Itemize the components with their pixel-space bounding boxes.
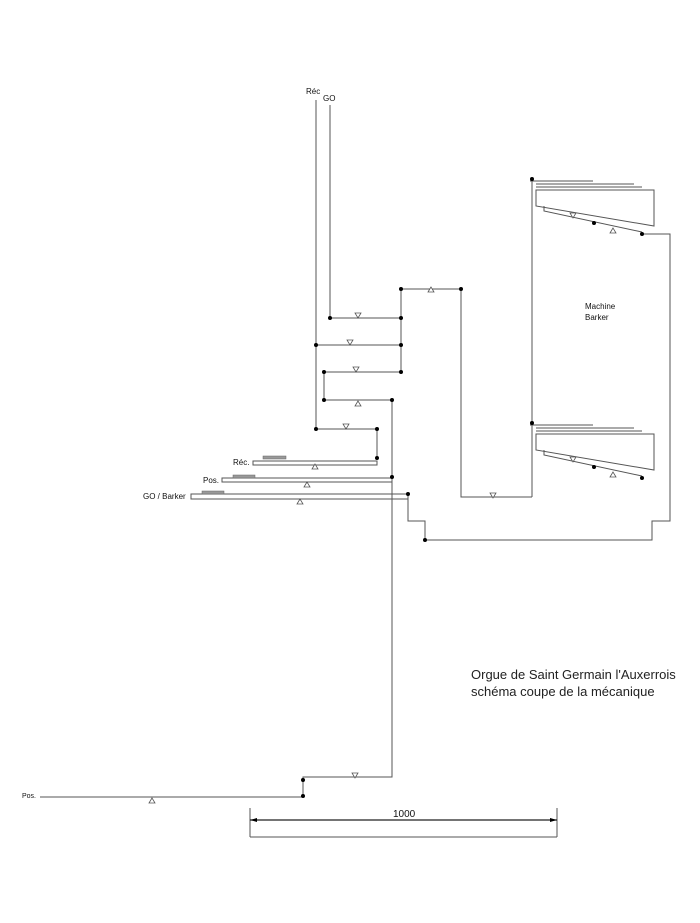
keyboard-go-barker	[190, 493, 409, 500]
label-pos-keyboard: Pos.	[203, 476, 220, 485]
barker-machine	[529, 177, 655, 497]
title-line-2: schéma coupe de la mécanique	[471, 684, 655, 699]
label-go-top: GO	[323, 94, 336, 103]
label-rec-top: Réc	[306, 87, 321, 96]
title-line-1: Orgue de Saint Germain l'Auxerrois	[471, 667, 676, 682]
label-barker: Barker	[585, 313, 609, 322]
label-rec-keyboard: Réc.	[233, 458, 250, 467]
label-go-barker-keyboard: GO / Barker	[143, 492, 186, 501]
rocker-triangles	[148, 286, 497, 804]
pivot-dots	[301, 287, 463, 798]
label-machine: Machine	[585, 302, 616, 311]
scale-bar-label: 1000	[393, 809, 416, 820]
label-pos-bottom: Pos.	[22, 793, 37, 800]
drawing-title: Orgue de Saint Germain l'Auxerrois schém…	[471, 666, 676, 700]
scale-bar	[249, 808, 558, 838]
keyboards	[190, 455, 409, 500]
